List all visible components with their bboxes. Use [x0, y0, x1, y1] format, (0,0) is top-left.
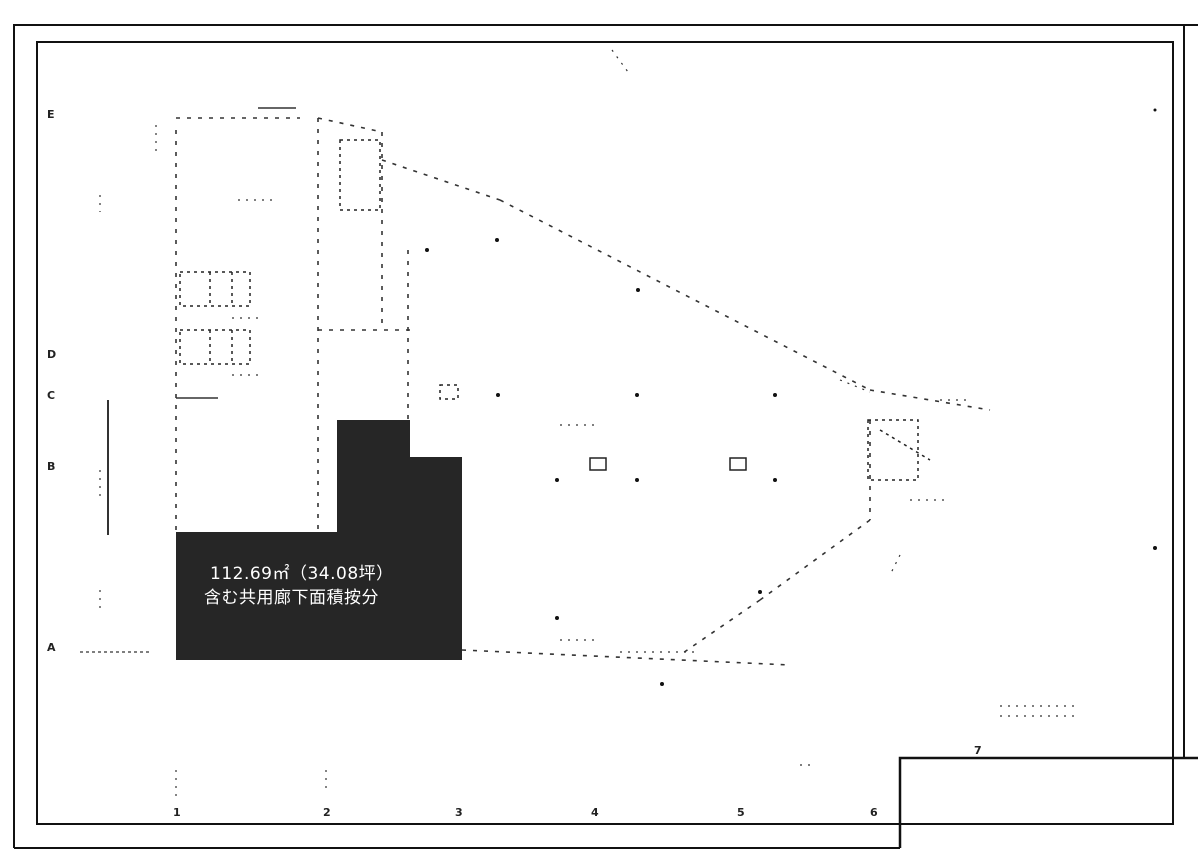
- building-outline: [80, 107, 991, 666]
- area-size-text: 112.69㎡（34.08坪）: [210, 564, 394, 584]
- grid-labels: 1 2 3 4 5 6 7 A B C D E: [47, 108, 982, 819]
- grid-label-x-2: 2: [323, 806, 331, 819]
- grid-label-x-1: 1: [173, 806, 181, 819]
- grid-label-y-d: D: [47, 348, 56, 361]
- grid-label-x-7: 7: [974, 744, 982, 757]
- sheet-frame: [13, 24, 1198, 849]
- grid-label-x-6: 6: [870, 806, 878, 819]
- room-details: [179, 139, 931, 481]
- grid-label-y-e: E: [47, 108, 55, 121]
- scan-specks: [99, 49, 1080, 800]
- column-markers: [425, 108, 1157, 686]
- grid-label-x-3: 3: [455, 806, 463, 819]
- grid-label-y-c: C: [47, 389, 55, 402]
- highlighted-area: [176, 420, 462, 660]
- area-label: 112.69㎡（34.08坪） 含む共用廊下面積按分: [178, 562, 462, 610]
- grid-label-y-a: A: [47, 641, 56, 654]
- grid-label-y-b: B: [47, 460, 55, 473]
- grid-label-x-5: 5: [737, 806, 745, 819]
- grid-label-x-4: 4: [591, 806, 599, 819]
- area-note-text: 含む共用廊下面積按分: [204, 588, 379, 608]
